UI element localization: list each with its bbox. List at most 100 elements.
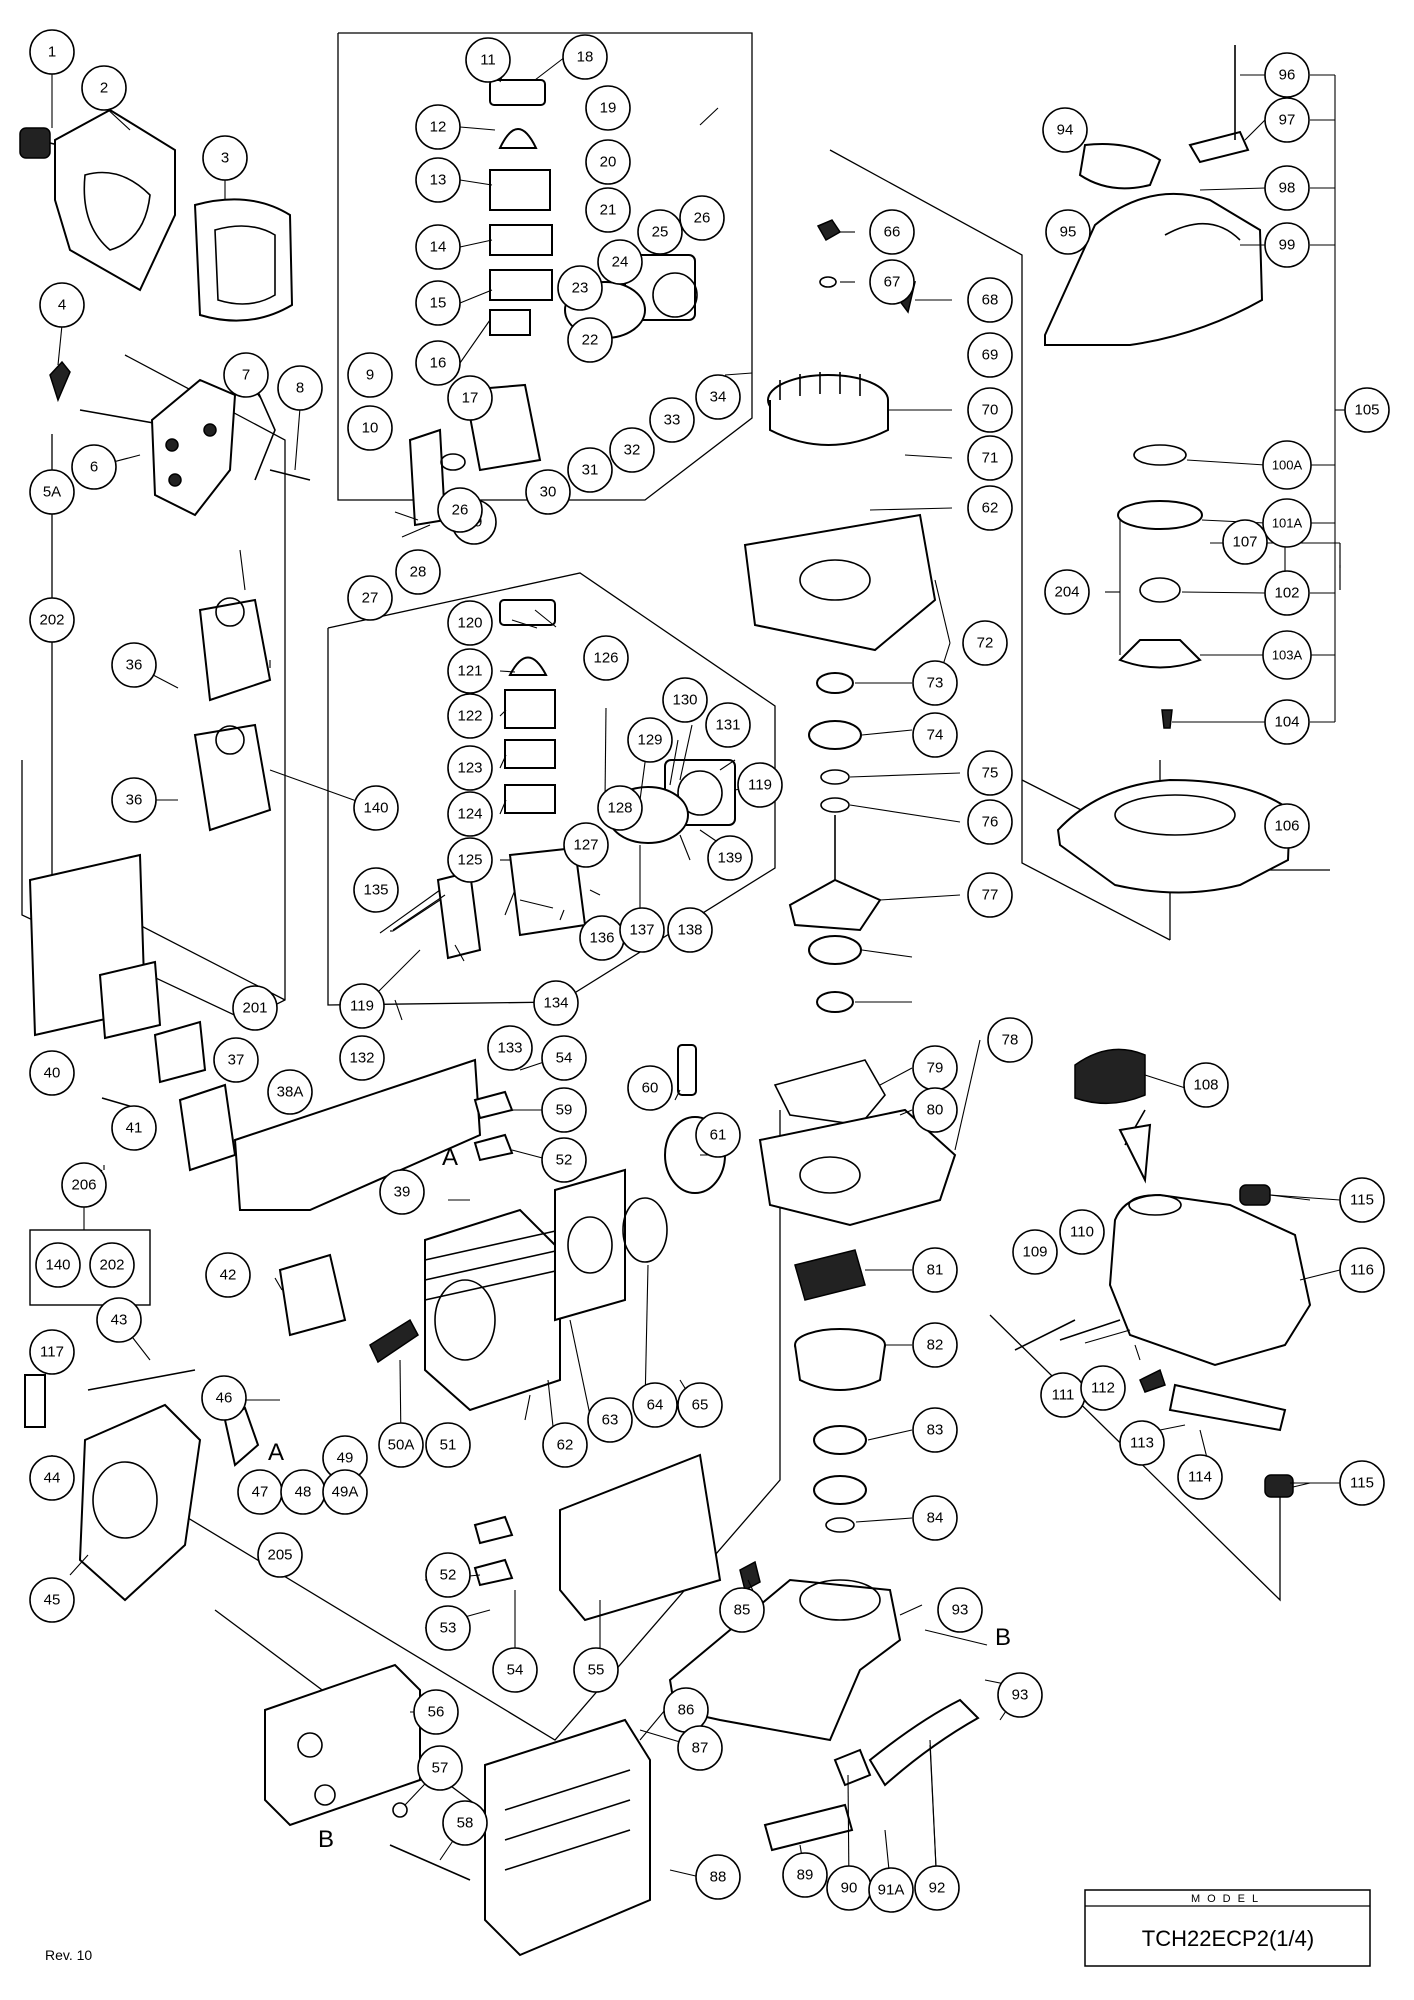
callout-121[interactable]: 121	[447, 648, 493, 694]
callout-201[interactable]: 201	[232, 985, 278, 1031]
callout-55[interactable]: 55	[573, 1647, 619, 1693]
callout-127[interactable]: 127	[563, 822, 609, 868]
callout-48[interactable]: 48	[280, 1469, 326, 1515]
callout-136[interactable]: 136	[579, 915, 625, 961]
callout-54b[interactable]: 54	[492, 1647, 538, 1693]
callout-114[interactable]: 114	[1177, 1454, 1223, 1500]
callout-116[interactable]: 116	[1339, 1247, 1385, 1293]
callout-85[interactable]: 85	[719, 1587, 765, 1633]
callout-126[interactable]: 126	[583, 635, 629, 681]
callout-60[interactable]: 60	[627, 1065, 673, 1111]
callout-17[interactable]: 17	[447, 375, 493, 421]
callout-86[interactable]: 86	[663, 1687, 709, 1733]
set-box-item-1[interactable]: 140	[35, 1242, 81, 1288]
callout-50a[interactable]: 50A	[378, 1422, 424, 1468]
callout-61[interactable]: 61	[695, 1112, 741, 1158]
callout-106[interactable]: 106	[1264, 803, 1310, 849]
callout-94[interactable]: 94	[1042, 107, 1088, 153]
callout-38a[interactable]: 38A	[267, 1069, 313, 1115]
callout-131[interactable]: 131	[705, 702, 751, 748]
callout-128[interactable]: 128	[597, 785, 643, 831]
callout-75[interactable]: 75	[967, 750, 1013, 796]
callout-139[interactable]: 139	[707, 835, 753, 881]
callout-9[interactable]: 9	[347, 352, 393, 398]
callout-100a[interactable]: 100A	[1262, 440, 1312, 490]
callout-132[interactable]: 132	[339, 1035, 385, 1081]
callout-129[interactable]: 129	[627, 717, 673, 763]
callout-93[interactable]: 93	[937, 1587, 983, 1633]
callout-92[interactable]: 92	[914, 1865, 960, 1911]
callout-64[interactable]: 64	[632, 1382, 678, 1428]
callout-28[interactable]: 28	[395, 549, 441, 595]
callout-112[interactable]: 112	[1080, 1365, 1126, 1411]
callout-109[interactable]: 109	[1012, 1229, 1058, 1275]
callout-14[interactable]: 14	[415, 224, 461, 270]
callout-78[interactable]: 78	[987, 1017, 1033, 1063]
callout-49a[interactable]: 49A	[322, 1469, 368, 1515]
callout-76[interactable]: 76	[967, 799, 1013, 845]
callout-83[interactable]: 83	[912, 1407, 958, 1453]
callout-24[interactable]: 24	[597, 239, 643, 285]
callout-135[interactable]: 135	[353, 867, 399, 913]
callout-31[interactable]: 31	[567, 447, 613, 493]
callout-123[interactable]: 123	[447, 745, 493, 791]
callout-46[interactable]: 46	[201, 1375, 247, 1421]
callout-7[interactable]: 7	[223, 352, 269, 398]
callout-91a[interactable]: 91A	[868, 1867, 914, 1913]
callout-47[interactable]: 47	[237, 1469, 283, 1515]
callout-68[interactable]: 68	[967, 277, 1013, 323]
callout-79[interactable]: 79	[912, 1045, 958, 1091]
callout-18[interactable]: 18	[562, 34, 608, 80]
callout-13[interactable]: 13	[415, 157, 461, 203]
callout-4[interactable]: 4	[39, 282, 85, 328]
callout-73[interactable]: 73	[912, 660, 958, 706]
callout-42[interactable]: 42	[205, 1252, 251, 1298]
callout-124[interactable]: 124	[447, 791, 493, 837]
callout-95[interactable]: 95	[1045, 209, 1091, 255]
callout-69[interactable]: 69	[967, 332, 1013, 378]
callout-62b[interactable]: 62	[967, 485, 1013, 531]
callout-204[interactable]: 204	[1044, 569, 1090, 615]
callout-49[interactable]: 49	[322, 1435, 368, 1481]
callout-41[interactable]: 41	[111, 1105, 157, 1151]
callout-3[interactable]: 3	[202, 135, 248, 181]
callout-66[interactable]: 66	[869, 209, 915, 255]
callout-125[interactable]: 125	[447, 837, 493, 883]
callout-2[interactable]: 2	[81, 65, 127, 111]
callout-77[interactable]: 77	[967, 872, 1013, 918]
callout-27[interactable]: 27	[347, 575, 393, 621]
callout-8[interactable]: 8	[277, 365, 323, 411]
callout-81[interactable]: 81	[912, 1247, 958, 1293]
callout-110[interactable]: 110	[1059, 1209, 1105, 1255]
callout-87[interactable]: 87	[677, 1725, 723, 1771]
callout-63[interactable]: 63	[587, 1397, 633, 1443]
callout-115[interactable]: 115	[1339, 1177, 1385, 1223]
callout-140[interactable]: 140	[353, 785, 399, 831]
callout-72[interactable]: 72	[962, 620, 1008, 666]
callout-33[interactable]: 33	[649, 397, 695, 443]
callout-12[interactable]: 12	[415, 104, 461, 150]
callout-67[interactable]: 67	[869, 259, 915, 305]
callout-133[interactable]: 133	[487, 1025, 533, 1071]
callout-104[interactable]: 104	[1264, 699, 1310, 745]
callout-53[interactable]: 53	[425, 1605, 471, 1651]
callout-119[interactable]: 119	[737, 762, 783, 808]
callout-88[interactable]: 88	[695, 1854, 741, 1900]
callout-16[interactable]: 16	[415, 340, 461, 386]
callout-105[interactable]: 105	[1344, 387, 1390, 433]
callout-20[interactable]: 20	[585, 139, 631, 185]
callout-96[interactable]: 96	[1264, 52, 1310, 98]
callout-99[interactable]: 99	[1264, 222, 1310, 268]
callout-122[interactable]: 122	[447, 693, 493, 739]
callout-138[interactable]: 138	[667, 907, 713, 953]
callout-62[interactable]: 62	[542, 1422, 588, 1468]
callout-26[interactable]: 26	[679, 195, 725, 241]
callout-70[interactable]: 70	[967, 387, 1013, 433]
callout-22[interactable]: 22	[567, 317, 613, 363]
callout-19[interactable]: 19	[585, 85, 631, 131]
callout-206[interactable]: 206	[61, 1162, 107, 1208]
callout-205[interactable]: 205	[257, 1532, 303, 1578]
callout-111[interactable]: 111	[1040, 1372, 1086, 1418]
callout-37[interactable]: 37	[213, 1037, 259, 1083]
callout-102[interactable]: 102	[1264, 570, 1310, 616]
